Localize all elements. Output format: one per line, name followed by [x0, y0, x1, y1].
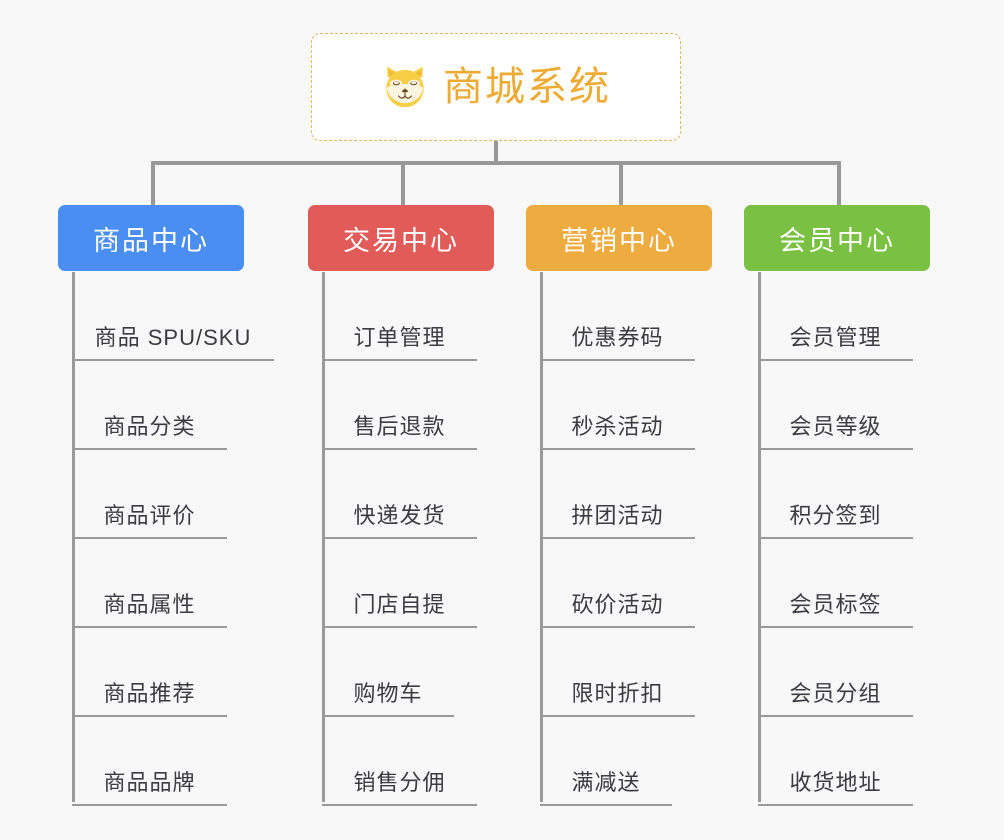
- connector-drop-1: [151, 161, 155, 206]
- leaf-item[interactable]: 订单管理: [322, 272, 477, 361]
- connector-bus: [151, 161, 841, 165]
- leaf-label: 会员标签: [789, 592, 882, 617]
- leaf-label: 会员等级: [789, 414, 882, 439]
- leaf-label: 订单管理: [353, 325, 446, 350]
- leaf-item[interactable]: 销售分佣: [322, 717, 477, 806]
- leaf-item[interactable]: 商品推荐: [72, 628, 227, 717]
- leaf-item[interactable]: 商品属性: [72, 539, 227, 628]
- category-box-3[interactable]: 营销中心: [526, 205, 712, 271]
- leaf-label: 商品分类: [103, 414, 196, 439]
- leaf-item[interactable]: 优惠券码: [540, 272, 695, 361]
- leaf-label: 销售分佣: [353, 770, 446, 795]
- leaf-item[interactable]: 商品 SPU/SKU: [72, 272, 274, 361]
- leaf-label: 秒杀活动: [571, 414, 664, 439]
- leaf-label: 商品推荐: [103, 681, 196, 706]
- leaf-item[interactable]: 快递发货: [322, 450, 477, 539]
- leaf-item[interactable]: 秒杀活动: [540, 361, 695, 450]
- leaf-item[interactable]: 会员管理: [758, 272, 913, 361]
- leaf-item[interactable]: 限时折扣: [540, 628, 695, 717]
- category-title-3: 营销中心: [561, 225, 677, 256]
- leaf-label: 售后退款: [353, 414, 446, 439]
- leaf-item[interactable]: 门店自提: [322, 539, 477, 628]
- leaf-item[interactable]: 会员分组: [758, 628, 913, 717]
- leaf-item[interactable]: 商品分类: [72, 361, 227, 450]
- leaf-item[interactable]: 积分签到: [758, 450, 913, 539]
- leaf-label: 快递发货: [353, 503, 446, 528]
- category-box-1[interactable]: 商品中心: [58, 205, 244, 271]
- leaf-label: 会员分组: [789, 681, 882, 706]
- connector-drop-2: [401, 161, 405, 206]
- category-box-4[interactable]: 会员中心: [744, 205, 930, 271]
- leaf-label: 门店自提: [353, 592, 446, 617]
- leaf-item[interactable]: 满减送: [540, 717, 672, 806]
- root-title: 商城系统: [443, 65, 611, 109]
- leaf-label: 商品品牌: [103, 770, 196, 795]
- connector-drop-3: [619, 161, 623, 206]
- leaf-item[interactable]: 购物车: [322, 628, 454, 717]
- leaf-label: 砍价活动: [571, 592, 664, 617]
- shiba-dog-icon: [386, 66, 424, 108]
- connector-drop-4: [837, 161, 841, 206]
- leaf-label: 商品评价: [103, 503, 196, 528]
- leaf-item[interactable]: 商品品牌: [72, 717, 227, 806]
- category-title-2: 交易中心: [343, 225, 459, 256]
- leaf-item[interactable]: 会员等级: [758, 361, 913, 450]
- leaf-item[interactable]: 收货地址: [758, 717, 913, 806]
- leaf-label: 满减送: [571, 770, 641, 795]
- leaf-label: 商品属性: [103, 592, 196, 617]
- leaf-label: 购物车: [353, 681, 423, 706]
- leaf-label: 积分签到: [789, 503, 882, 528]
- root-node[interactable]: 商城系统: [311, 33, 681, 141]
- leaf-label: 拼团活动: [571, 503, 664, 528]
- leaf-label: 收货地址: [789, 770, 882, 795]
- leaf-label: 会员管理: [789, 325, 882, 350]
- leaf-item[interactable]: 砍价活动: [540, 539, 695, 628]
- leaf-item[interactable]: 商品评价: [72, 450, 227, 539]
- leaf-item[interactable]: 拼团活动: [540, 450, 695, 539]
- connector-root-stem: [494, 141, 498, 164]
- leaf-label: 优惠券码: [571, 325, 664, 350]
- category-box-2[interactable]: 交易中心: [308, 205, 494, 271]
- leaf-label: 限时折扣: [571, 681, 664, 706]
- leaf-item[interactable]: 售后退款: [322, 361, 477, 450]
- leaf-label: 商品 SPU/SKU: [94, 325, 252, 350]
- category-title-1: 商品中心: [93, 225, 209, 256]
- category-title-4: 会员中心: [779, 225, 895, 256]
- leaf-item[interactable]: 会员标签: [758, 539, 913, 628]
